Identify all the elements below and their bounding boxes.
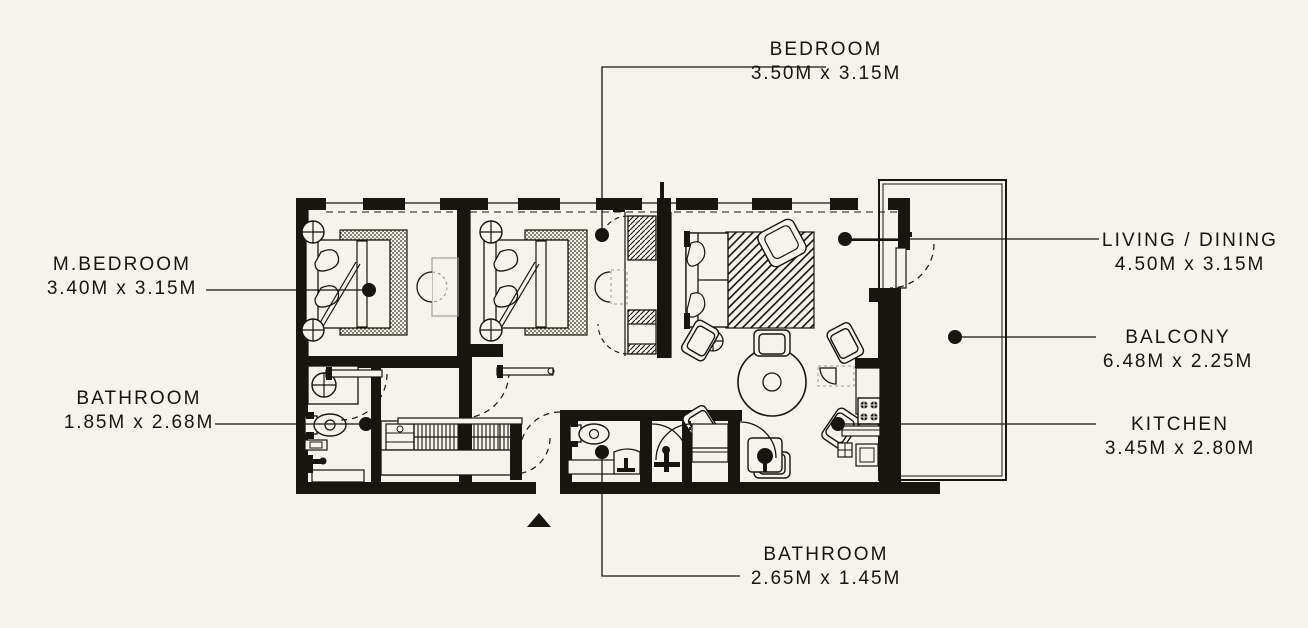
dot-bedroom [595,228,609,242]
room-label-bedroom-name: BEDROOM [770,39,883,60]
room-label-living-dining-dimensions: 4.50M x 3.15M [1115,254,1265,275]
living-room-furniture [684,218,815,352]
room-label-bathroom-guest-dimensions: 2.65M x 1.45M [751,568,901,589]
dot-living-dining [838,232,852,246]
entrance-arrow [527,513,551,527]
room-label-bathroom-guest-name: BATHROOM [763,544,888,565]
room-labels: BEDROOM 3.50M x 3.15M M.BEDROOM 3.40M x … [47,39,1278,589]
dot-bathroom-master [359,417,373,431]
room-label-bedroom: BEDROOM 3.50M x 3.15M [751,39,901,84]
kitchen-fixtures [817,365,881,467]
room-label-living-dining-name: LIVING / DINING [1102,230,1278,251]
room-label-bathroom-master: BATHROOM 1.85M x 2.68M [64,388,214,433]
room-label-kitchen-name: KITCHEN [1131,414,1229,435]
room-label-kitchen: KITCHEN 3.45M x 2.80M [1105,414,1255,459]
entry-door [848,232,935,289]
dot-balcony [948,330,962,344]
bedroom2-furniture [479,220,628,342]
room-label-bathroom-guest: BATHROOM 2.65M x 1.45M [751,544,901,589]
dot-bathroom-guest [595,445,609,459]
guest-bathroom-fixtures [519,411,783,475]
bottom-left-storage [311,469,365,483]
room-label-bedroom-dimensions: 3.50M x 3.15M [751,63,901,84]
dot-m-bedroom [362,283,376,297]
walk-in-wardrobe [380,365,555,480]
master-bathroom-fixtures [300,365,388,473]
leader-lines [206,66,1099,577]
room-label-m-bedroom-name: M.BEDROOM [53,254,191,275]
room-label-balcony-dimensions: 6.48M x 2.25M [1103,351,1253,372]
room-label-bathroom-master-name: BATHROOM [76,388,201,409]
master-bedroom-furniture [301,220,459,342]
room-label-bathroom-master-dimensions: 1.85M x 2.68M [64,412,214,433]
room-label-m-bedroom: M.BEDROOM 3.40M x 3.15M [47,254,197,299]
room-label-living-dining: LIVING / DINING 4.50M x 3.15M [1102,230,1278,275]
leader-bathroom-guest [601,452,740,577]
room-label-kitchen-dimensions: 3.45M x 2.80M [1105,438,1255,459]
dot-kitchen [831,417,845,431]
room-label-balcony-name: BALCONY [1125,327,1231,348]
room-label-m-bedroom-dimensions: 3.40M x 3.15M [47,278,197,299]
leader-bedroom [601,66,826,235]
leader-dots [359,228,962,459]
room-label-balcony: BALCONY 6.48M x 2.25M [1103,327,1253,372]
